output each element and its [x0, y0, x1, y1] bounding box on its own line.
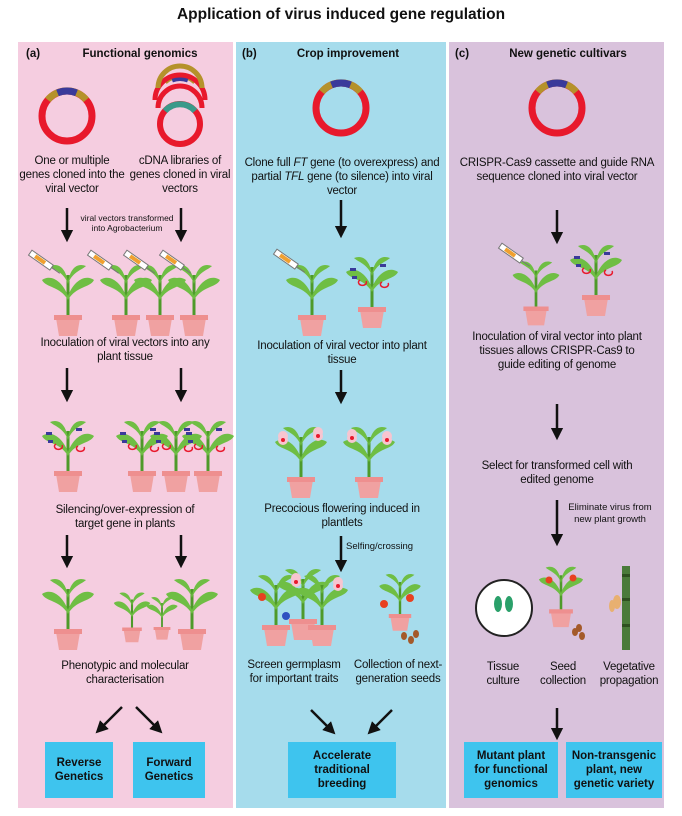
- panel-a-step1-left: One or multiple genes cloned into the vi…: [19, 155, 125, 195]
- panel-c-step1: CRISPR-Cas9 cassette and guide RNA seque…: [459, 157, 655, 183]
- panel-a-step1-right: cDNA libraries of genes cloned in viral …: [129, 155, 231, 195]
- panel-b-step2: Inoculation of viral vector into plant t…: [257, 340, 427, 366]
- panel-crop-improvement: [236, 42, 446, 808]
- panel-c-step2: Inoculation of viral vector into plant t…: [472, 331, 642, 371]
- panel-a-step4: Phenotypic and molecular characterisatio…: [61, 660, 189, 686]
- panel-b-step4-left: Screen germplasm for important traits: [247, 659, 341, 685]
- panel-b-step4-right: Collection of next- generation seeds: [353, 659, 443, 685]
- panel-b-step1: Clone full FT gene (to overexpress) and …: [244, 157, 440, 197]
- panel-a-transform-note: viral vectors transformed into Agrobacte…: [80, 213, 174, 233]
- panel-b-heading: Crop improvement: [296, 48, 400, 60]
- result-forward-genetics: Forward Genetics: [133, 742, 205, 798]
- result-non-transgenic-plant: Non-transgenic plant, new genetic variet…: [566, 742, 662, 798]
- panel-b-selfing-note: Selfing/crossing: [346, 541, 414, 552]
- panel-b-step3: Precocious flowering induced in plantlet…: [264, 503, 420, 529]
- panel-c-eliminate-note: Eliminate virus from new plant growth: [568, 502, 652, 525]
- panel-a-heading: Functional genomics: [82, 48, 198, 60]
- panel-c-step3: Select for transformed cell with edited …: [481, 460, 633, 486]
- panel-a-step2: Inoculation of viral vectors into any pl…: [40, 337, 210, 363]
- panel-a-label: (a): [26, 48, 41, 60]
- figure-title: Application of virus induced gene regula…: [176, 6, 506, 23]
- result-reverse-genetics: Reverse Genetics: [45, 742, 113, 798]
- result-accelerate-breeding: Accelerate traditional breeding: [288, 742, 396, 798]
- panel-c-option-vegetative-propagation: Vegetative propagation: [599, 661, 659, 687]
- panel-c-option-tissue-culture: Tissue culture: [486, 661, 520, 687]
- panel-c-option-seed-collection: Seed collection: [540, 661, 586, 687]
- panel-c-label: (c): [455, 48, 470, 60]
- result-mutant-plant: Mutant plant for functional genomics: [464, 742, 558, 798]
- panel-c-heading: New genetic cultivars: [509, 48, 627, 60]
- panel-b-label: (b): [242, 48, 257, 60]
- panel-a-step3: Silencing/over-expression of target gene…: [55, 504, 195, 530]
